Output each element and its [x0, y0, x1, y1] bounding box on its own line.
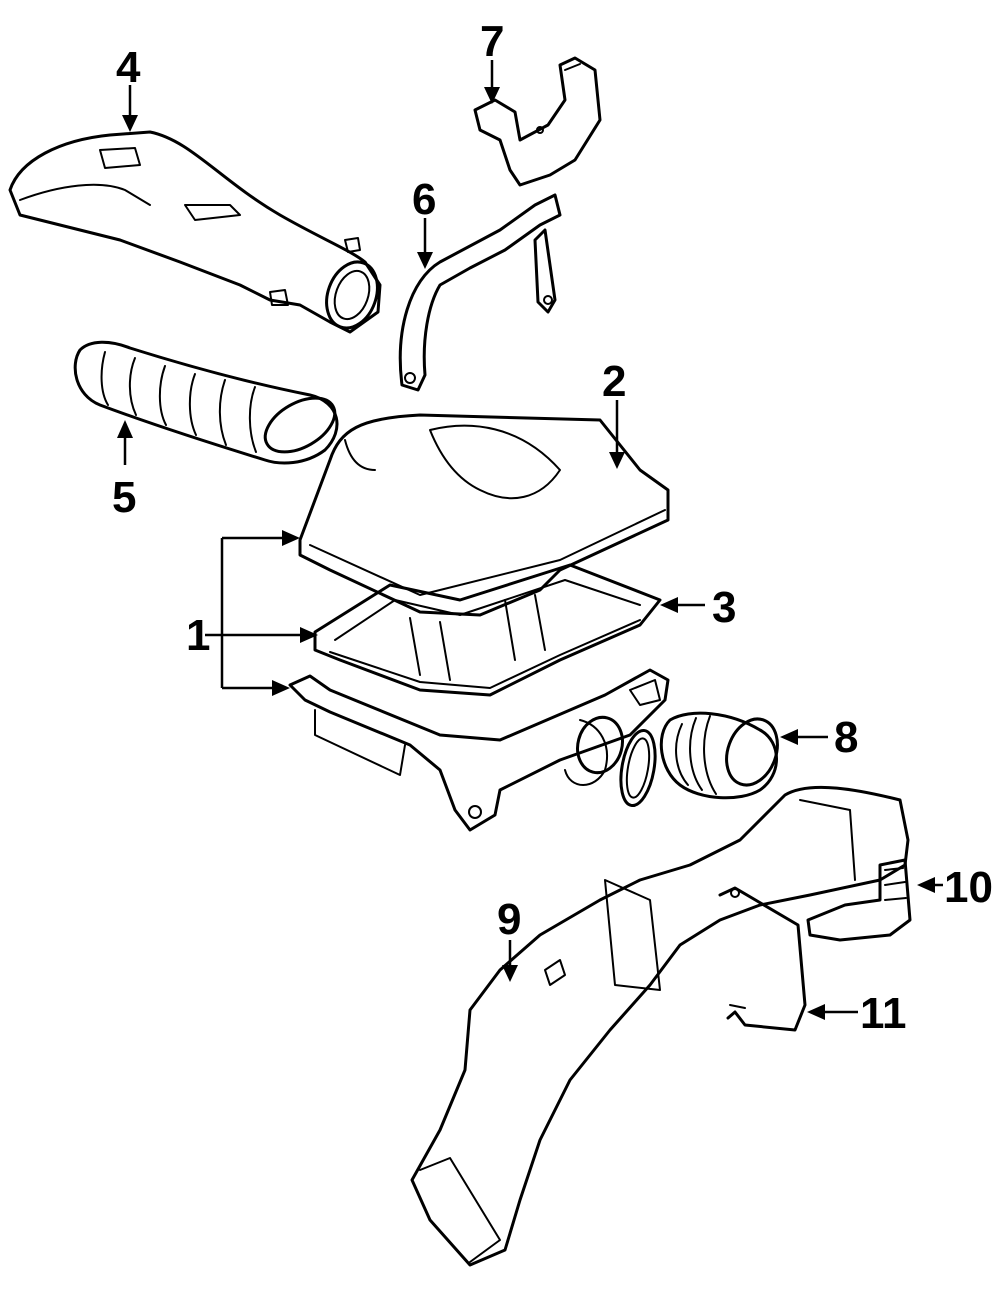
callout-3: 3 [712, 583, 736, 632]
leader-lines [117, 60, 943, 1020]
part-6-support-rod [398, 193, 562, 392]
callout-8: 8 [834, 713, 858, 762]
part-9-duct [410, 785, 910, 1267]
callout-4: 4 [116, 43, 141, 92]
part-1-housing [288, 668, 670, 832]
part-2-lid [298, 413, 670, 617]
part-8-coupler [619, 711, 779, 808]
callout-7: 7 [480, 17, 504, 66]
callout-11: 11 [860, 989, 907, 1038]
part-3-filter [313, 563, 662, 697]
callout-6: 6 [412, 175, 436, 224]
callout-labels: 1 2 3 4 5 6 7 8 9 10 11 [112, 17, 993, 1038]
callout-2: 2 [602, 357, 626, 406]
callout-1: 1 [186, 611, 210, 660]
callout-10: 10 [944, 863, 993, 912]
part-10-bracket [806, 858, 912, 942]
part-5-hose [73, 340, 339, 465]
part-4-intake-duct [8, 130, 382, 334]
part-7-bracket [473, 56, 602, 187]
part-11-clip [718, 886, 807, 1032]
callout-9: 9 [497, 895, 521, 944]
callout-5: 5 [112, 473, 136, 522]
